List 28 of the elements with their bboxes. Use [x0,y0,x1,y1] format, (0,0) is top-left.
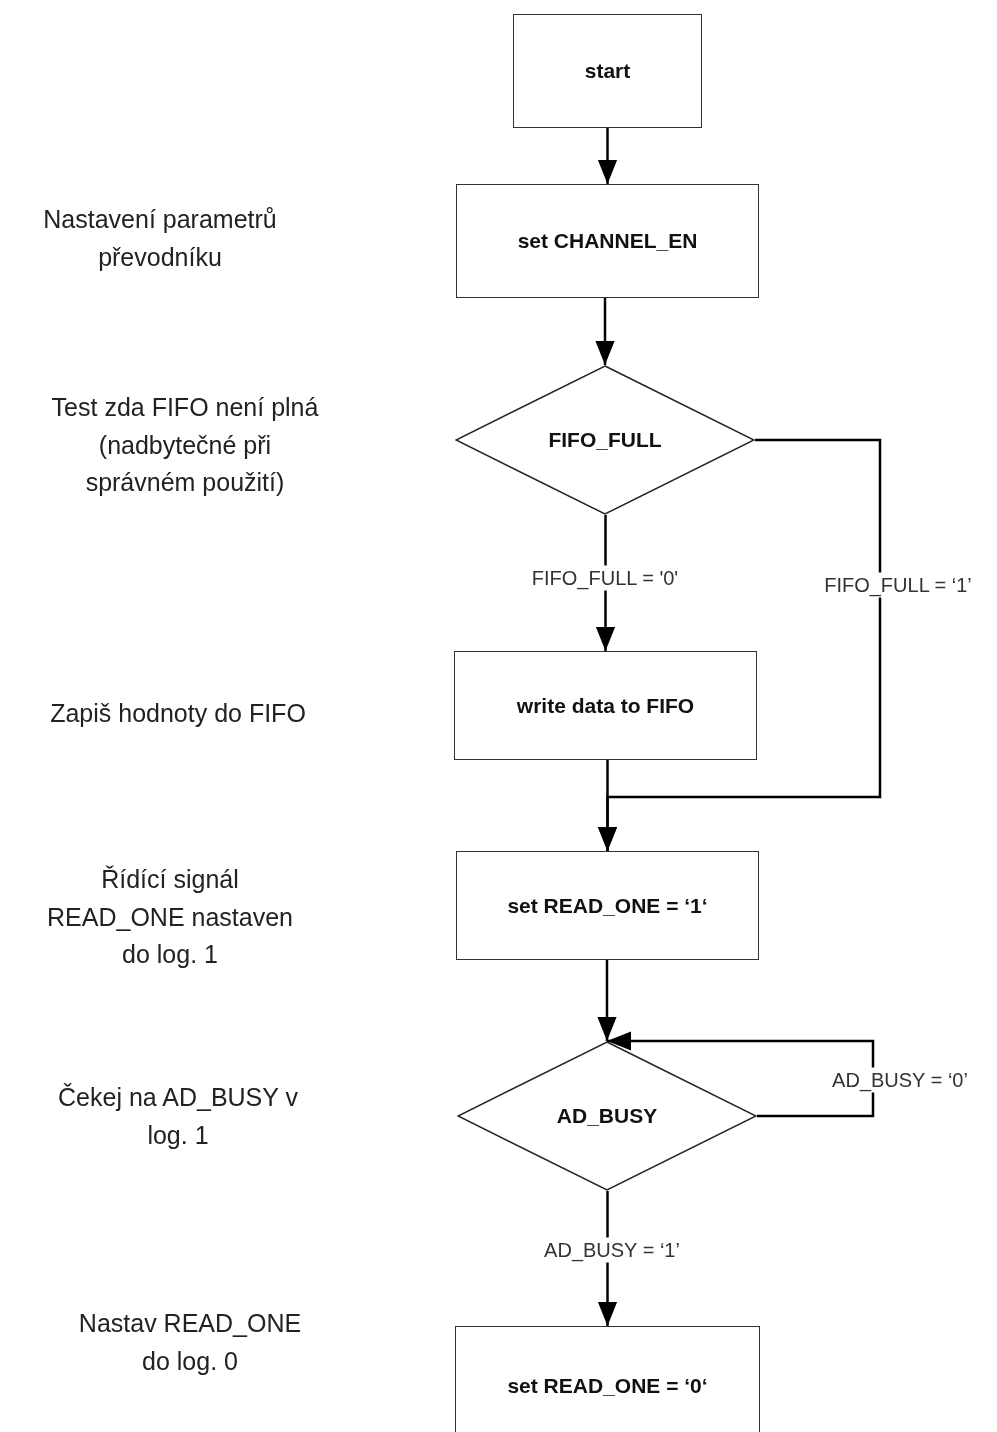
step-description: Čekej na AD_BUSY v log. 1 [58,1081,298,1151]
arrow [597,128,618,184]
step-description: Test zda FIFO není plná (nadbytečné při správném použití) [50,391,320,498]
step-description: Řídící signál READ_ONE nastaven do log. 1 [46,863,294,970]
process-box [456,184,759,298]
decision-diamond [455,365,755,515]
step-description: Nastav READ_ONE do log. 0 [77,1307,303,1377]
arrow [597,760,618,851]
arrow [595,298,615,365]
step-description: Nastavení parametrů převodníku [42,203,278,273]
step-description: Zapiš hodnoty do FIFO [49,698,307,730]
decision-diamond [457,1041,757,1191]
node-label: FIFO_FULL [548,428,662,452]
edge-label: AD_BUSY = ‘0’ [830,1067,970,1093]
arrow [597,960,617,1041]
node-label: set READ_ONE = ‘1‘ [507,893,708,918]
process-box [456,851,759,960]
node-label: write data to FIFO [516,693,695,718]
node-label: start [584,59,631,83]
process-box [513,14,702,128]
node-label: AD_BUSY [556,1104,658,1128]
edge-label: FIFO_FULL = ‘1’ [822,572,974,598]
node-label: set CHANNEL_EN [517,229,698,253]
process-box [455,1326,760,1432]
node-label: set READ_ONE = ‘0‘ [507,1374,708,1398]
process-box [454,651,757,760]
edge-label: AD_BUSY = ‘1’ [542,1237,682,1263]
arrow [607,1031,875,1118]
